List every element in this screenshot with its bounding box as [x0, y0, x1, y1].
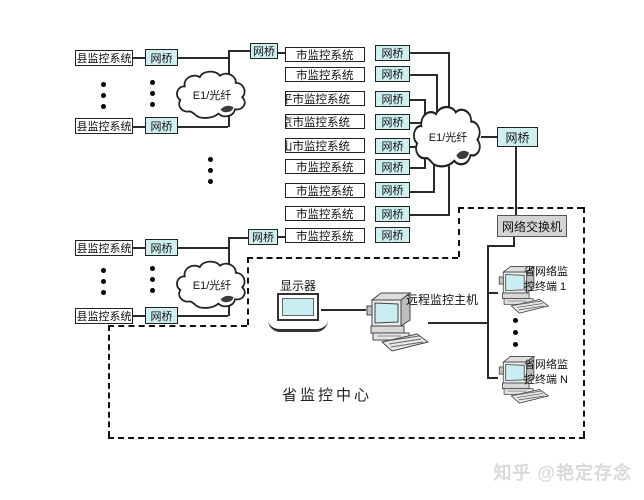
connector-line — [424, 157, 426, 169]
connector-line — [487, 245, 489, 377]
connector-line — [133, 247, 145, 249]
watermark-text: 知乎 @艳定存念 — [493, 463, 632, 483]
connector-line — [433, 163, 435, 193]
bridge-box: 网桥 — [145, 239, 178, 256]
terminal-computer-icon — [498, 355, 550, 404]
e1-fiber-label: E1/光纤 — [428, 132, 468, 144]
dashed-boundary — [108, 437, 585, 439]
connector-line — [487, 292, 498, 294]
bridge-box: 网桥 — [375, 45, 410, 61]
city-system-box: 平市监控系统 — [285, 91, 365, 106]
county-system-box: 县监控系统 — [75, 240, 133, 256]
monitoring-center-label: 省监控中心 — [282, 387, 373, 404]
display-monitor-icon — [277, 293, 319, 321]
bridge-box: 网桥 — [248, 229, 278, 245]
connector-line — [513, 237, 515, 247]
connector-line — [428, 322, 488, 324]
bridge-box: 网桥 — [250, 43, 278, 59]
terminal-n-label: 省网络监 控终端 N — [524, 359, 568, 386]
ellipsis-dots — [101, 82, 106, 109]
city-system-box: 市监控系统 — [285, 228, 365, 243]
cloud-squiggle-icon — [220, 295, 234, 303]
dashed-boundary — [458, 207, 583, 209]
connector-line — [321, 309, 366, 311]
ellipsis-dots — [513, 318, 518, 347]
connector-line — [410, 122, 422, 124]
e1-fiber-label: E1/光纤 — [192, 280, 232, 292]
connector-line — [178, 315, 228, 317]
ellipsis-dots — [208, 157, 213, 184]
dashed-boundary — [108, 325, 110, 437]
city-system-box: 市监控系统 — [285, 159, 365, 174]
terminal-computer-icon — [498, 265, 550, 314]
city-system-box: 市监控系统 — [285, 183, 365, 198]
connector-line — [278, 236, 285, 238]
connector-line — [228, 50, 250, 52]
connector-line — [178, 247, 228, 249]
display-label: 显示器 — [280, 279, 317, 293]
connector-line — [487, 245, 514, 247]
connector-line — [228, 237, 248, 239]
bridge-box: 网桥 — [375, 159, 410, 175]
ellipsis-dots — [150, 266, 155, 293]
connector-line — [178, 126, 228, 128]
city-system-box: 市监控系统 — [285, 47, 365, 62]
remote-host-label: 远程监控主机 — [406, 293, 479, 307]
bridge-box: 网桥 — [375, 114, 410, 130]
connector-line — [515, 147, 517, 215]
bridge-box: 网桥 — [375, 227, 410, 243]
dashed-boundary — [247, 257, 249, 325]
connector-line — [481, 136, 497, 138]
city-system-box: 市监控系统 — [285, 67, 365, 82]
connector-line — [410, 74, 436, 76]
dashed-boundary — [583, 207, 585, 437]
remote-host-computer-icon — [366, 291, 430, 352]
dashed-boundary — [247, 257, 458, 259]
fiber-cloud — [413, 105, 481, 168]
connector-line — [487, 377, 498, 379]
connector-line — [410, 52, 448, 54]
connector-line — [410, 191, 433, 193]
terminal-1-label: 省网络监 控终端 1 — [524, 266, 568, 293]
city-system-box: 市监控系统 — [285, 206, 365, 221]
network-switch-box: 网络交换机 — [497, 215, 567, 237]
connector-line — [436, 74, 438, 116]
bridge-box: 网桥 — [145, 49, 178, 66]
ellipsis-dots — [150, 80, 155, 107]
connector-line — [424, 99, 426, 115]
county-system-box: 县监控系统 — [75, 118, 133, 134]
dashed-boundary — [458, 207, 460, 257]
bridge-box: 网桥 — [375, 206, 410, 222]
cloud-squiggle-icon — [456, 150, 469, 160]
connector-line — [410, 146, 420, 148]
connector-line — [448, 166, 450, 216]
connector-line — [410, 214, 448, 216]
connector-line — [448, 52, 450, 112]
county-system-box: 县监控系统 — [75, 308, 133, 324]
bridge-box: 网桥 — [375, 138, 410, 154]
bridge-box: 网桥 — [145, 117, 178, 134]
city-system-box: 京市监控系统 — [285, 114, 365, 129]
display-monitor-base — [268, 320, 328, 332]
bridge-box: 网桥 — [145, 307, 178, 324]
dashed-boundary — [108, 325, 247, 327]
connector-line — [178, 57, 228, 59]
connector-line — [133, 315, 145, 317]
connector-line — [410, 99, 424, 101]
county-system-box: 县监控系统 — [75, 50, 133, 66]
bridge-box: 网桥 — [375, 91, 410, 107]
connector-line — [133, 126, 145, 128]
fiber-cloud — [176, 70, 246, 119]
cloud-squiggle-icon — [220, 105, 234, 113]
e1-fiber-label: E1/光纤 — [192, 90, 232, 102]
bridge-box: 网桥 — [375, 66, 410, 82]
bridge-box: 网桥 — [375, 182, 410, 198]
connector-line — [410, 167, 424, 169]
connector-line — [133, 57, 145, 59]
connector-line — [278, 52, 285, 54]
city-system-box: 山市监控系统 — [285, 138, 365, 153]
ellipsis-dots — [101, 268, 106, 295]
bridge-box: 网桥 — [497, 127, 538, 147]
fiber-cloud — [176, 260, 246, 309]
